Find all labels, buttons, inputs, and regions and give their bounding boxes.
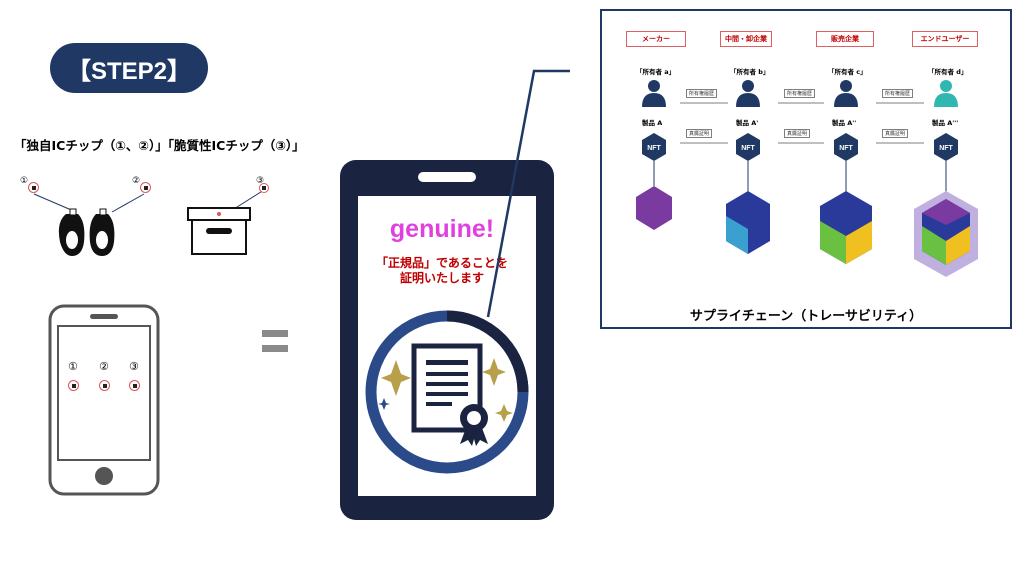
phone-chip-number-1: ① bbox=[68, 360, 78, 373]
shoes-illustration: ① ② bbox=[14, 172, 164, 262]
svg-text:NFT: NFT bbox=[939, 145, 953, 152]
step-label: 【STEP2】 bbox=[50, 43, 208, 93]
transfer-label-1: 所有権履歴 bbox=[686, 89, 718, 98]
certificate-icon bbox=[365, 310, 529, 474]
phone-chip-number-2: ② bbox=[99, 360, 109, 373]
genuine-message: 「正規品」であることを 証明いたします bbox=[358, 256, 526, 286]
genuine-message-line2: 証明いたします bbox=[399, 271, 484, 285]
transfer-label-3: 所有権履歴 bbox=[882, 89, 914, 98]
product-a1: 製品 A' bbox=[736, 119, 759, 127]
box-illustration: ③ bbox=[186, 172, 269, 262]
svg-text:NFT: NFT bbox=[839, 145, 853, 152]
supply-chain-panel: メーカー 中間・卸企業 販売企業 エンドユーザー 「所有者 a」 「所有者 b」… bbox=[600, 9, 1012, 329]
chip-number-2: ② bbox=[132, 176, 141, 186]
chip-number-1: ① bbox=[20, 176, 29, 186]
svg-text:NFT: NFT bbox=[647, 145, 661, 152]
chip-icon bbox=[129, 380, 140, 391]
chip-icon bbox=[68, 380, 79, 391]
certificate-badge bbox=[362, 310, 532, 475]
owner-b: 「所有者 b」 bbox=[730, 68, 770, 76]
shoe-icon bbox=[33, 193, 145, 256]
equals-sign bbox=[262, 330, 288, 358]
genuine-message-line1: 「正規品」であることを bbox=[376, 256, 508, 270]
proof-label-2: 真贋証明 bbox=[784, 129, 811, 138]
product-a3: 製品 A''' bbox=[932, 119, 959, 127]
chip-icon bbox=[140, 182, 151, 193]
phone-chip-number-3: ③ bbox=[129, 360, 139, 373]
product-a2: 製品 A'' bbox=[832, 119, 857, 127]
owner-a: 「所有者 a」 bbox=[636, 68, 676, 76]
role-end-user: エンドユーザー bbox=[912, 31, 978, 47]
supply-chain-caption: サプライチェーン（トレーサビリティ） bbox=[689, 309, 923, 324]
role-wholesaler: 中間・卸企業 bbox=[720, 31, 772, 47]
proof-label-1: 真贋証明 bbox=[686, 129, 713, 138]
product-a: 製品 A bbox=[642, 119, 663, 127]
svg-text:NFT: NFT bbox=[741, 145, 755, 152]
connector-line bbox=[486, 69, 570, 318]
chip-icon bbox=[28, 182, 39, 193]
smartphone-illustration: ① ② ③ bbox=[48, 304, 160, 496]
owner-d: 「所有者 d」 bbox=[928, 68, 968, 76]
chips-caption: 「独自ICチップ（①、②）」「脆質性ICチップ（③）」 bbox=[14, 138, 305, 153]
chip-number-3: ③ bbox=[256, 176, 265, 186]
role-maker: メーカー bbox=[626, 31, 686, 47]
proof-label-3: 真贋証明 bbox=[882, 129, 909, 138]
supply-chain-graphics: NFT NFT NFT NFT bbox=[636, 80, 978, 277]
transfer-label-2: 所有権履歴 bbox=[784, 89, 816, 98]
genuine-headline: genuine! bbox=[389, 215, 495, 243]
phone-icon bbox=[48, 304, 160, 496]
chip-icon bbox=[99, 380, 110, 391]
role-retailer: 販売企業 bbox=[816, 31, 874, 47]
box-icon bbox=[187, 183, 269, 255]
owner-c: 「所有者 c」 bbox=[828, 68, 867, 76]
